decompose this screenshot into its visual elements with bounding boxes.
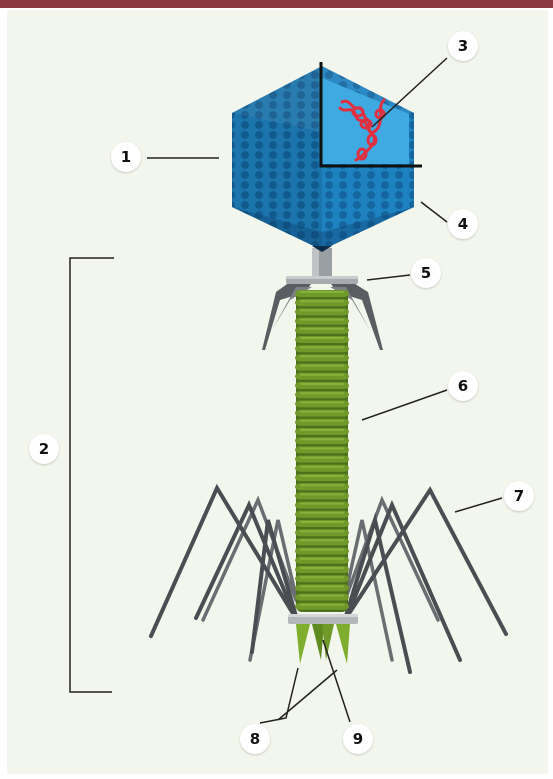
sheath-ring-highlight [300, 374, 344, 376]
sheath-ring-highlight [300, 595, 344, 597]
sheath-ring-highlight [300, 346, 344, 348]
base-plate [288, 614, 358, 624]
callout-3: 3 [448, 31, 478, 61]
sheath-ring-highlight [300, 585, 344, 587]
sheath-ring-highlight [300, 365, 344, 367]
tail-sheath [295, 290, 349, 612]
sheath-ring-highlight [300, 438, 344, 440]
neck-collar [286, 248, 358, 284]
sheath-ring-highlight [300, 337, 344, 339]
callout-1: 1 [111, 142, 141, 172]
sheath-ring-highlight [300, 300, 344, 302]
leader-line-7 [455, 498, 502, 512]
sheath-ring-highlight [300, 411, 344, 413]
sheath-ring-highlight [300, 319, 344, 321]
sheath-ring-highlight [300, 484, 344, 486]
leader-line-6 [362, 390, 447, 420]
sheath-ring-highlight [300, 355, 344, 357]
callout-4: 4 [448, 209, 478, 239]
sheath-ring-highlight [300, 512, 344, 514]
callout-8: 8 [240, 724, 270, 754]
capsid-head [232, 66, 414, 252]
sheath-ring-highlight [300, 539, 344, 541]
sheath-ring-highlight [300, 549, 344, 551]
tail-fiber-left-front [151, 488, 296, 652]
sheath-ring-highlight [300, 493, 344, 495]
sheath-ring-highlight [300, 466, 344, 468]
sheath-ring-highlight [300, 401, 344, 403]
sheath-ring-highlight [300, 576, 344, 578]
leader-line-4 [421, 202, 447, 222]
sheath-ring-highlight [300, 530, 344, 532]
leader-line-5 [367, 275, 410, 280]
callout-5: 5 [411, 258, 441, 288]
sheath-ring-highlight [300, 429, 344, 431]
tail-spikes [296, 624, 350, 664]
sheath-ring-highlight [300, 558, 344, 560]
tail-fiber-right-front [346, 490, 506, 672]
sheath-ring-highlight [300, 457, 344, 459]
sheath-ring-highlight [300, 475, 344, 477]
leader-line-8b [278, 670, 337, 720]
sheath-ring-highlight [300, 383, 344, 385]
sheath-ring-highlight [300, 521, 344, 523]
sheath-ring-highlight [300, 328, 344, 330]
callout-2: 2 [29, 434, 59, 464]
sheath-ring-highlight [300, 503, 344, 505]
sheath-ring-highlight [300, 309, 344, 311]
callout-9: 9 [343, 724, 373, 754]
sheath-ring-highlight [300, 420, 344, 422]
sheath-ring-highlight [300, 567, 344, 569]
leader-line-8a [260, 668, 298, 723]
sheath-ring-highlight [300, 604, 344, 606]
sheath-ring-highlight [300, 447, 344, 449]
callout-6: 6 [448, 371, 478, 401]
length-bracket [70, 258, 114, 692]
sheath-ring-highlight [300, 392, 344, 394]
sheath-ring-highlight [300, 291, 344, 293]
callout-7: 7 [504, 481, 534, 511]
